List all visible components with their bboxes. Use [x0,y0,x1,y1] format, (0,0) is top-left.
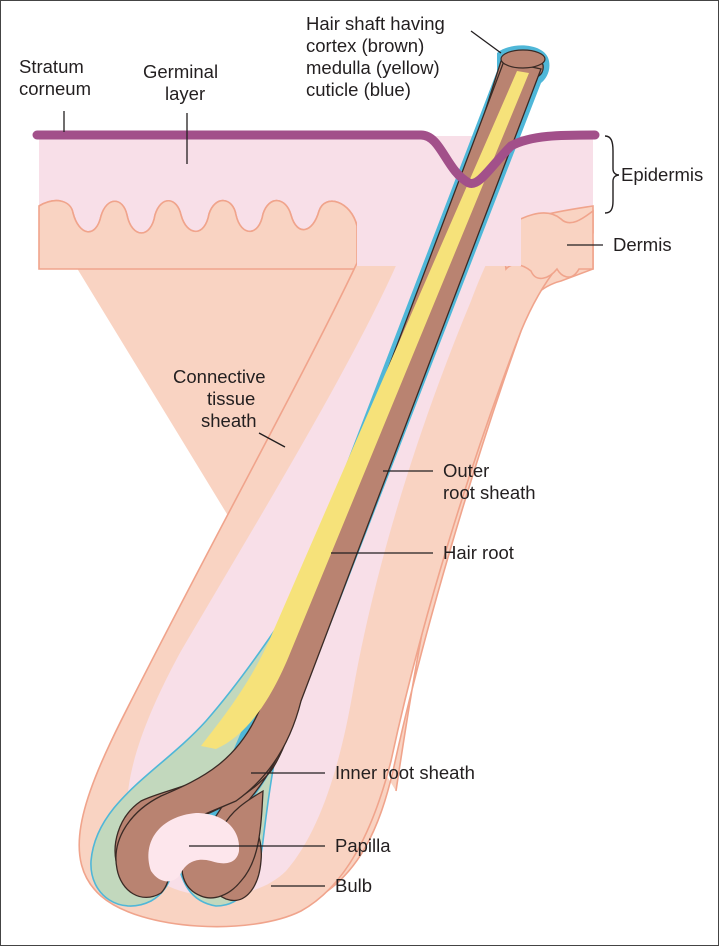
label-epidermis: Epidermis [621,164,703,185]
label-inner-root-sheath: Inner root sheath [335,762,475,783]
label-dermis: Dermis [613,234,672,255]
hair-tip [501,50,545,68]
epidermis-brace [605,136,619,213]
label-bulb: Bulb [335,875,372,896]
label-papilla: Papilla [335,835,391,856]
label-hair-root: Hair root [443,542,514,563]
leader-hair-shaft [471,31,501,53]
